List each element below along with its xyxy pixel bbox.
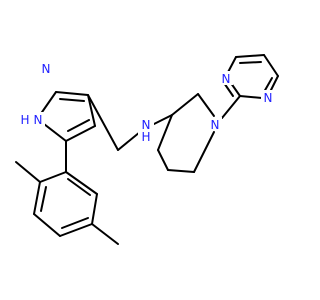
bond-pym-n1-c2 [239, 95, 263, 99]
atom-label-h-amine: H [141, 130, 150, 144]
bond-ar-4-5-double [61, 217, 89, 229]
bond-pz-n1-c5 [39, 91, 57, 116]
atom-label-n-pz2: N [34, 113, 43, 127]
structure-svg: N H N N H N N N [15, 54, 279, 245]
atom-label-n-pip: N [211, 118, 220, 132]
atom-label-n-pym1: N [222, 72, 231, 86]
atom-labels: N H N N H N N N [19, 61, 275, 144]
bond-ar-4-5 [59, 223, 93, 237]
atom-n-pyrazole-1: N [40, 61, 52, 76]
bond-pip-c5-c4 [157, 149, 169, 171]
bond-pym-c6-n1-double [263, 77, 273, 93]
bond-pz-c5-c4-double [59, 98, 85, 102]
bond-pip-c2-n1 [197, 93, 215, 117]
bond-ar-2-3 [33, 181, 41, 215]
bond-pz-c4-c3 [87, 94, 96, 127]
bond-ar-1-2 [39, 171, 67, 183]
molecule-diagram: N H N N H N N N [15, 54, 279, 245]
bond-pip-c3-c2 [171, 93, 199, 116]
bond-pym-c4-c5 [235, 54, 265, 58]
atom-label-h-pz: H [20, 113, 29, 127]
bond-ar-2-3-double [40, 186, 47, 212]
bond-ar-6-1-double [67, 178, 91, 196]
bond-npip-cpym [221, 95, 241, 119]
bond-pym-c4-c5-double [239, 61, 262, 64]
bond-methyl-meta [91, 223, 119, 245]
bond-pz-c3-n2-double [67, 119, 90, 132]
bond-pip-n1-c6 [193, 131, 215, 173]
bond-pym-c5-c6 [263, 54, 279, 77]
bond-pip-c4-c3 [157, 114, 173, 151]
bond-pz-n2-n1 [43, 123, 67, 142]
bond-pz-c5-c4 [55, 91, 89, 96]
atom-n-piperidine: N [208, 117, 222, 132]
bond-pz-c3-n2 [65, 125, 96, 142]
atom-nh-amine: N H [138, 118, 154, 144]
atom-label-n-pz1: N [42, 62, 51, 76]
atom-nh-pyrazole: H N [19, 112, 45, 127]
atom-n-pyrimidine-1: N [219, 71, 233, 86]
bond-ar-5-6 [91, 193, 98, 225]
bond-pip-c6-c5 [167, 169, 195, 173]
atom-n-pyrimidine-2: N [261, 90, 275, 105]
bond-ar-3-4 [33, 213, 61, 237]
atom-label-n-amine: N [142, 118, 151, 132]
bond-ar-6-1 [65, 171, 98, 195]
bonds [15, 54, 279, 245]
bond-methyl-ortho [15, 161, 41, 183]
atom-label-n-pym2: N [264, 91, 273, 105]
bond-c4-ch2 [87, 94, 119, 151]
bond-ch2-n [117, 131, 141, 151]
bond-n-c3pip [151, 114, 173, 126]
